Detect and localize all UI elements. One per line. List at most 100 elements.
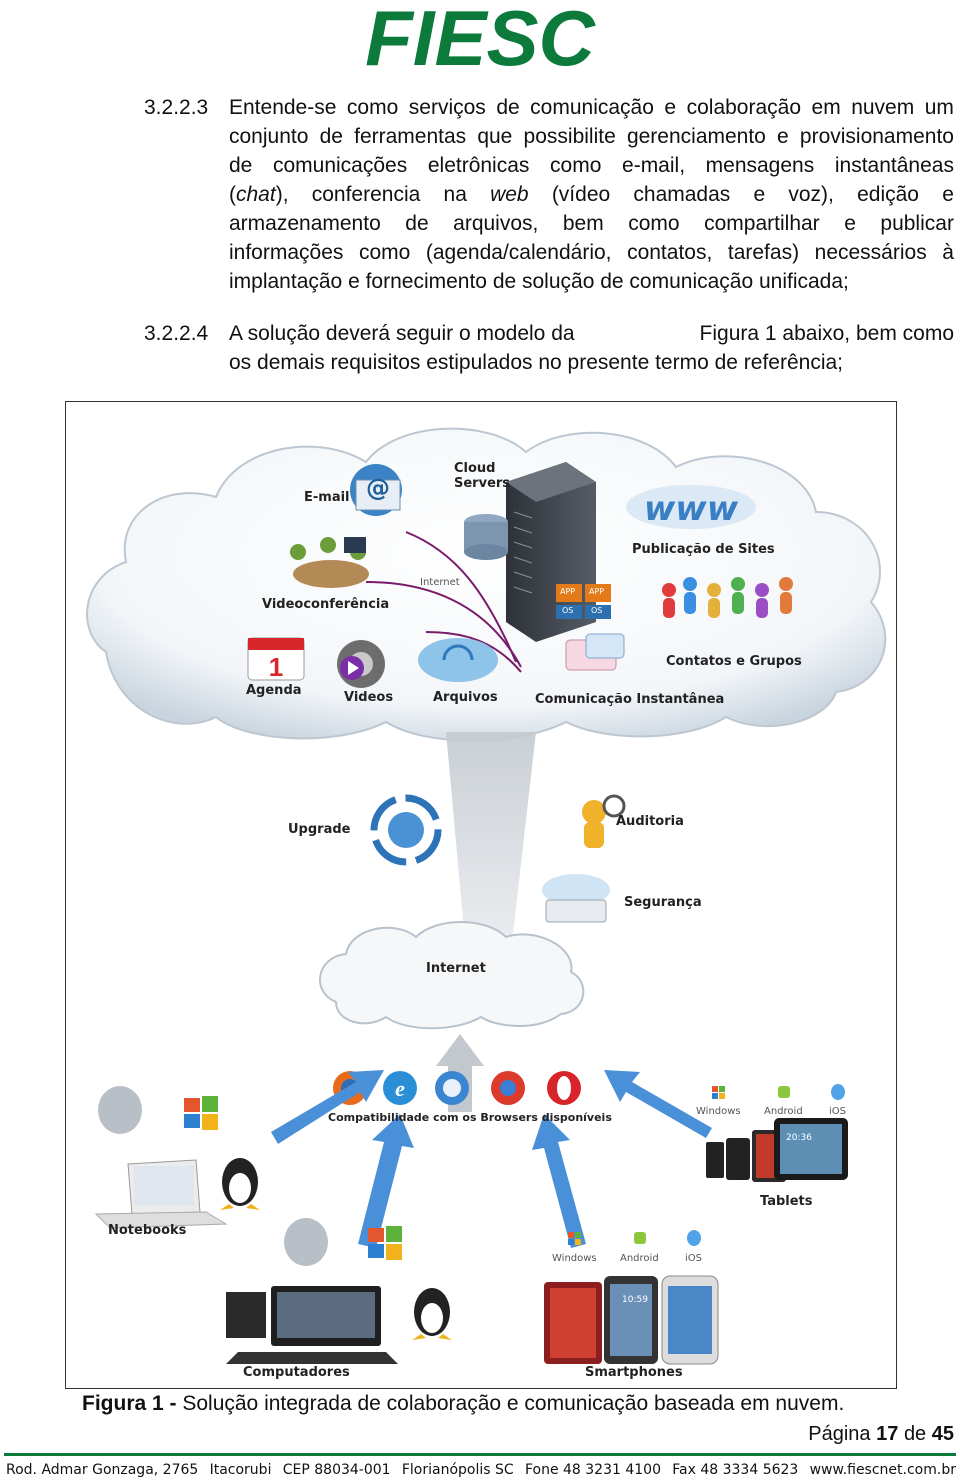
word: compartilhar — [704, 212, 820, 235]
label-arquivos: Arquivos — [433, 690, 498, 705]
word: na — [443, 183, 467, 206]
word: conferencia — [311, 183, 421, 206]
word: de — [496, 96, 520, 119]
security-keyboard-icon — [542, 874, 610, 923]
section-number: 3.2.2.3 — [144, 96, 209, 119]
label-smartphones: Smartphones — [585, 1365, 683, 1380]
word: armazenamento — [229, 212, 381, 235]
word: (chat), — [229, 183, 289, 206]
word: e — [753, 183, 766, 206]
blue-arrows — [271, 1070, 712, 1248]
word: como — [628, 212, 680, 235]
word: (agenda/calendário, — [425, 241, 612, 264]
tablet-time: 20:36 — [786, 1133, 812, 1143]
word: comunicação — [530, 96, 654, 119]
word: conjunto — [229, 125, 309, 148]
label-android1: Android — [764, 1106, 803, 1117]
footer-phone: Fone 48 3231 4100 — [524, 1462, 661, 1478]
word: serviços — [408, 96, 486, 119]
word: e — [844, 212, 856, 235]
word: publicar — [880, 212, 954, 235]
label-ios2: iOS — [685, 1253, 702, 1264]
linux-icon — [220, 1158, 260, 1210]
os-icons-phones — [568, 1230, 701, 1246]
word: de — [229, 154, 253, 177]
word: eletrônicas — [427, 154, 530, 177]
section-number: 3.2.2.4 — [144, 322, 209, 345]
label-videoconferencia: Videoconferência — [262, 597, 390, 612]
word: necessários — [814, 241, 927, 264]
footer-fax: Fax 48 3334 5623 — [672, 1462, 799, 1478]
apple-icon — [284, 1218, 328, 1266]
smartphones-cluster: 10:59 — [544, 1275, 719, 1365]
label-upgrade: Upgrade — [288, 822, 351, 837]
page-current: 17 — [876, 1423, 899, 1445]
label-publicacao: Publicação de Sites — [632, 542, 775, 557]
tablets-cluster: 20:36 — [706, 1118, 848, 1182]
label-servers: Servers — [454, 476, 511, 491]
word: de — [405, 212, 429, 235]
figure-caption: Figura 1 - Solução integrada de colabora… — [82, 1392, 844, 1416]
word: voz), — [788, 183, 834, 206]
label-notebooks: Notebooks — [108, 1223, 187, 1238]
para2-line2: os demais requisitos estipulados no pres… — [229, 351, 844, 374]
windows-icon — [368, 1226, 402, 1260]
footer-cep: CEP 88034-001 — [282, 1462, 391, 1478]
word: e — [942, 183, 954, 206]
label-os1: OS — [562, 606, 574, 615]
word: provisionamento — [799, 125, 954, 148]
video-reel-icon — [337, 640, 385, 688]
label-computadores: Computadores — [243, 1365, 350, 1380]
linux-icon — [412, 1288, 452, 1340]
computers-cluster — [226, 1218, 452, 1364]
label-videos: Videos — [344, 690, 394, 705]
label-app2: APP — [589, 587, 605, 596]
os-icons-tablets — [712, 1084, 845, 1100]
word: gerenciamento — [626, 125, 766, 148]
desktop-computer-icon — [226, 1286, 398, 1364]
word: contatos, — [627, 241, 713, 264]
word: um — [924, 96, 954, 119]
footer-website[interactable]: www.fiescnet.com.br — [809, 1462, 956, 1478]
email-icon: @ — [350, 464, 402, 516]
contacts-groups-icon — [662, 577, 793, 618]
footer-city: Florianópolis SC — [401, 1462, 514, 1478]
connection-lines — [365, 531, 522, 673]
upgrade-icon — [370, 794, 442, 866]
para2-line1-right: Figura 1 abaixo, bem como — [699, 322, 954, 345]
word: colaboração — [686, 96, 802, 119]
www-icon: www — [626, 485, 756, 529]
word: tarefas) — [727, 241, 800, 264]
files-cloud-icon — [418, 638, 498, 682]
word: como — [358, 241, 411, 264]
caption-prefix: Figura 1 - — [82, 1392, 177, 1415]
label-contatos: Contatos e Grupos — [666, 654, 802, 669]
label-agenda: Agenda — [246, 683, 302, 698]
cloud-collaboration-figure: @ www 1 — [65, 401, 897, 1389]
word: e-mail, — [622, 154, 686, 177]
label-app1: APP — [560, 587, 576, 596]
svg-text:@: @ — [366, 474, 390, 502]
svg-text:e: e — [395, 1076, 405, 1101]
word: à — [942, 241, 954, 264]
footer-address: Rod. Admar Gonzaga, 2765 — [6, 1462, 199, 1478]
videoconference-icon — [290, 537, 369, 588]
phone-time: 10:59 — [622, 1295, 648, 1305]
label-windows1: Windows — [696, 1106, 741, 1117]
page-number: Página 17 de 45 — [808, 1423, 954, 1446]
word: ferramentas — [354, 125, 467, 148]
word: em — [811, 96, 841, 119]
para2-line1: A solução deverá seguir o modelo da Figu… — [229, 319, 954, 348]
paragraph-3-2-2-4: 3.2.2.4 A solução deverá seguir o modelo… — [144, 319, 956, 379]
audit-magnifier-icon — [582, 794, 626, 848]
caption-text: Solução integrada de colaboração e comun… — [176, 1392, 845, 1415]
label-os2: OS — [591, 606, 603, 615]
para1-last-line: implantação e fornecimento de solução de… — [229, 270, 849, 293]
internet-cloud — [319, 921, 585, 1030]
windows-icon — [184, 1096, 218, 1130]
